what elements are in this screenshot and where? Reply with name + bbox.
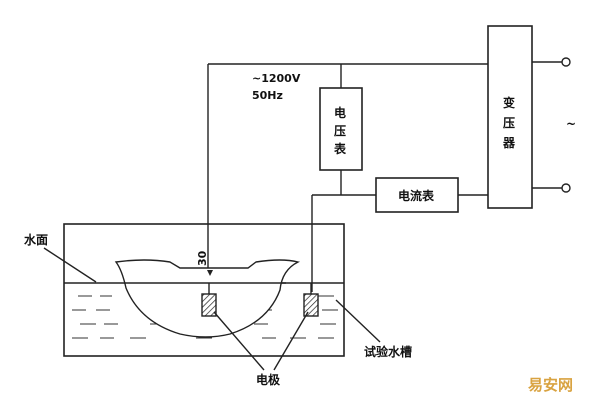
transformer-label-3: 器	[502, 136, 516, 150]
voltmeter-label-3: 表	[333, 141, 347, 156]
ammeter-box	[375, 177, 459, 213]
depth-arrow	[207, 270, 213, 276]
tank-leader	[335, 299, 381, 343]
frequency-label: 50Hz	[252, 89, 283, 102]
watermark-logo: 易安网	[528, 376, 573, 394]
transformer-label-2: 压	[503, 116, 515, 130]
electrode-leader-left	[213, 311, 265, 371]
tank-label: 试验水槽	[364, 344, 412, 359]
terminal-bottom	[561, 183, 571, 193]
electrode-right	[303, 293, 319, 317]
transformer-label-1: 变	[503, 95, 515, 110]
test-tank	[63, 223, 345, 357]
water-surface-leader	[43, 247, 97, 283]
ammeter-label: 电流表	[398, 188, 435, 203]
terminal-top	[561, 57, 571, 67]
transformer-box	[487, 25, 533, 209]
voltage-label: ~1200V	[252, 72, 301, 85]
electrode-leader-right	[273, 311, 309, 371]
voltmeter-label-2: 压	[334, 124, 346, 138]
depth-label: 30	[196, 250, 209, 266]
voltmeter-box	[319, 87, 363, 171]
voltmeter-label-1: 电	[334, 105, 346, 120]
water-surface-label: 水面	[24, 232, 48, 247]
ac-symbol: ~	[566, 117, 576, 131]
electrode-label: 电极	[256, 372, 281, 387]
